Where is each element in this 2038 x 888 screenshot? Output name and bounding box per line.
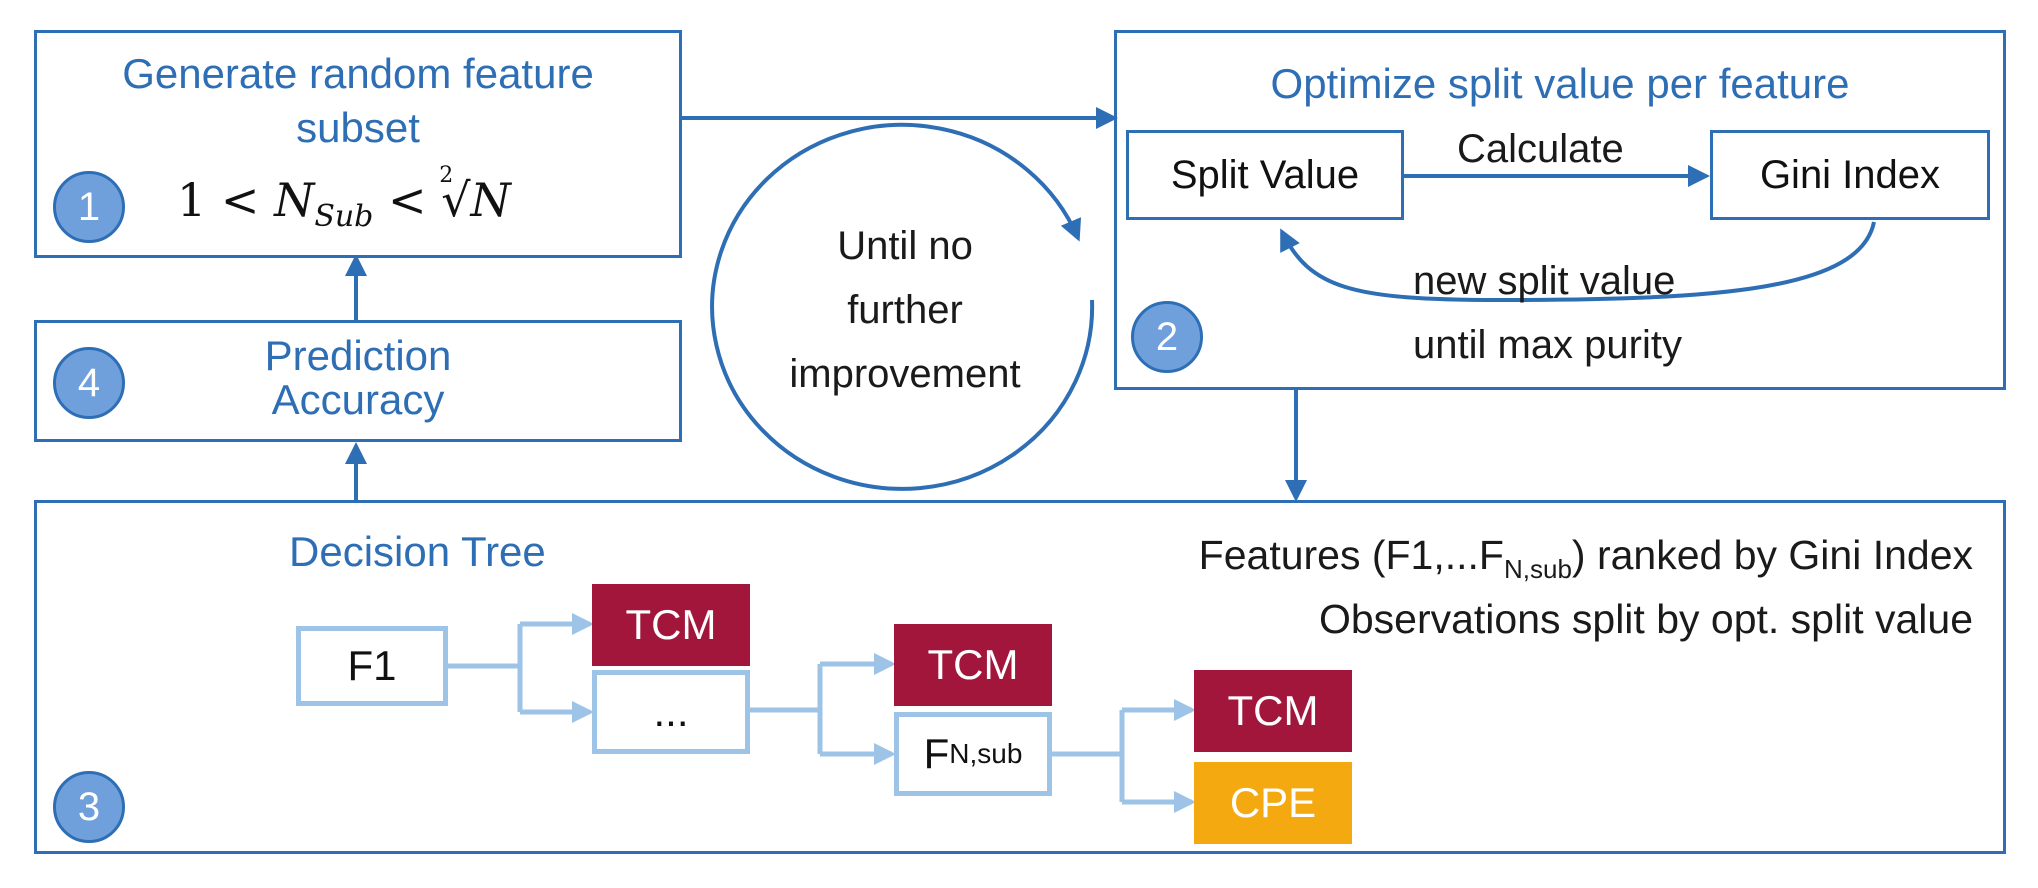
- generate-subset-title: Generate random feature subset: [122, 50, 594, 151]
- prediction-accuracy-title-line2: Accuracy: [271, 376, 445, 423]
- cycle-arrow: [710, 122, 1095, 491]
- step-badge-1: 1: [53, 171, 125, 243]
- cycle-label-line2: further: [847, 288, 963, 332]
- decision-tree-title: Decision Tree: [289, 528, 546, 575]
- features-ranked-text: Features (F1,...FN,sub) ranked by Gini I…: [1198, 532, 1973, 585]
- decision-tree-box: Decision Tree 3 Features (F1,...FN,sub) …: [34, 500, 2006, 854]
- step-badge-2: 2: [1131, 301, 1203, 373]
- gini-index-node: Gini Index: [1710, 130, 1990, 220]
- until-max-purity-label: until max purity: [1413, 323, 1682, 367]
- observations-split-text: Observations split by opt. split value: [1318, 596, 1973, 642]
- generate-subset-box: Generate random feature subset 1 1 < NSu…: [34, 30, 682, 258]
- subset-size-formula: 1 < NSub < 2√N: [177, 163, 511, 234]
- step-badge-4: 4: [53, 347, 125, 419]
- tree-connectors: [446, 613, 1196, 813]
- new-split-value-label: new split value: [1413, 259, 1676, 303]
- tree-node-tcm-2: TCM: [894, 624, 1052, 706]
- calculate-label: Calculate: [1457, 127, 1624, 171]
- cycle-label-line1: Until no: [837, 224, 973, 268]
- tree-node-tcm-1: TCM: [592, 584, 750, 666]
- cycle-label-line3: improvement: [789, 352, 1021, 396]
- split-value-node: Split Value: [1126, 130, 1404, 220]
- prediction-accuracy-box: 4 Prediction Accuracy: [34, 320, 682, 442]
- tree-node-f1: F1: [296, 626, 448, 706]
- tree-node-ellipsis: ...: [592, 670, 750, 754]
- tree-node-tcm-3: TCM: [1194, 670, 1352, 752]
- optimize-split-box: Optimize split value per feature 2 Calcu…: [1114, 30, 2006, 390]
- tree-node-cpe: CPE: [1194, 762, 1352, 844]
- arrow-new-split-value: [1280, 221, 1876, 303]
- prediction-accuracy-title-line1: Prediction: [264, 332, 452, 379]
- optimize-split-title: Optimize split value per feature: [1270, 60, 1850, 107]
- step-badge-3: 3: [53, 771, 125, 843]
